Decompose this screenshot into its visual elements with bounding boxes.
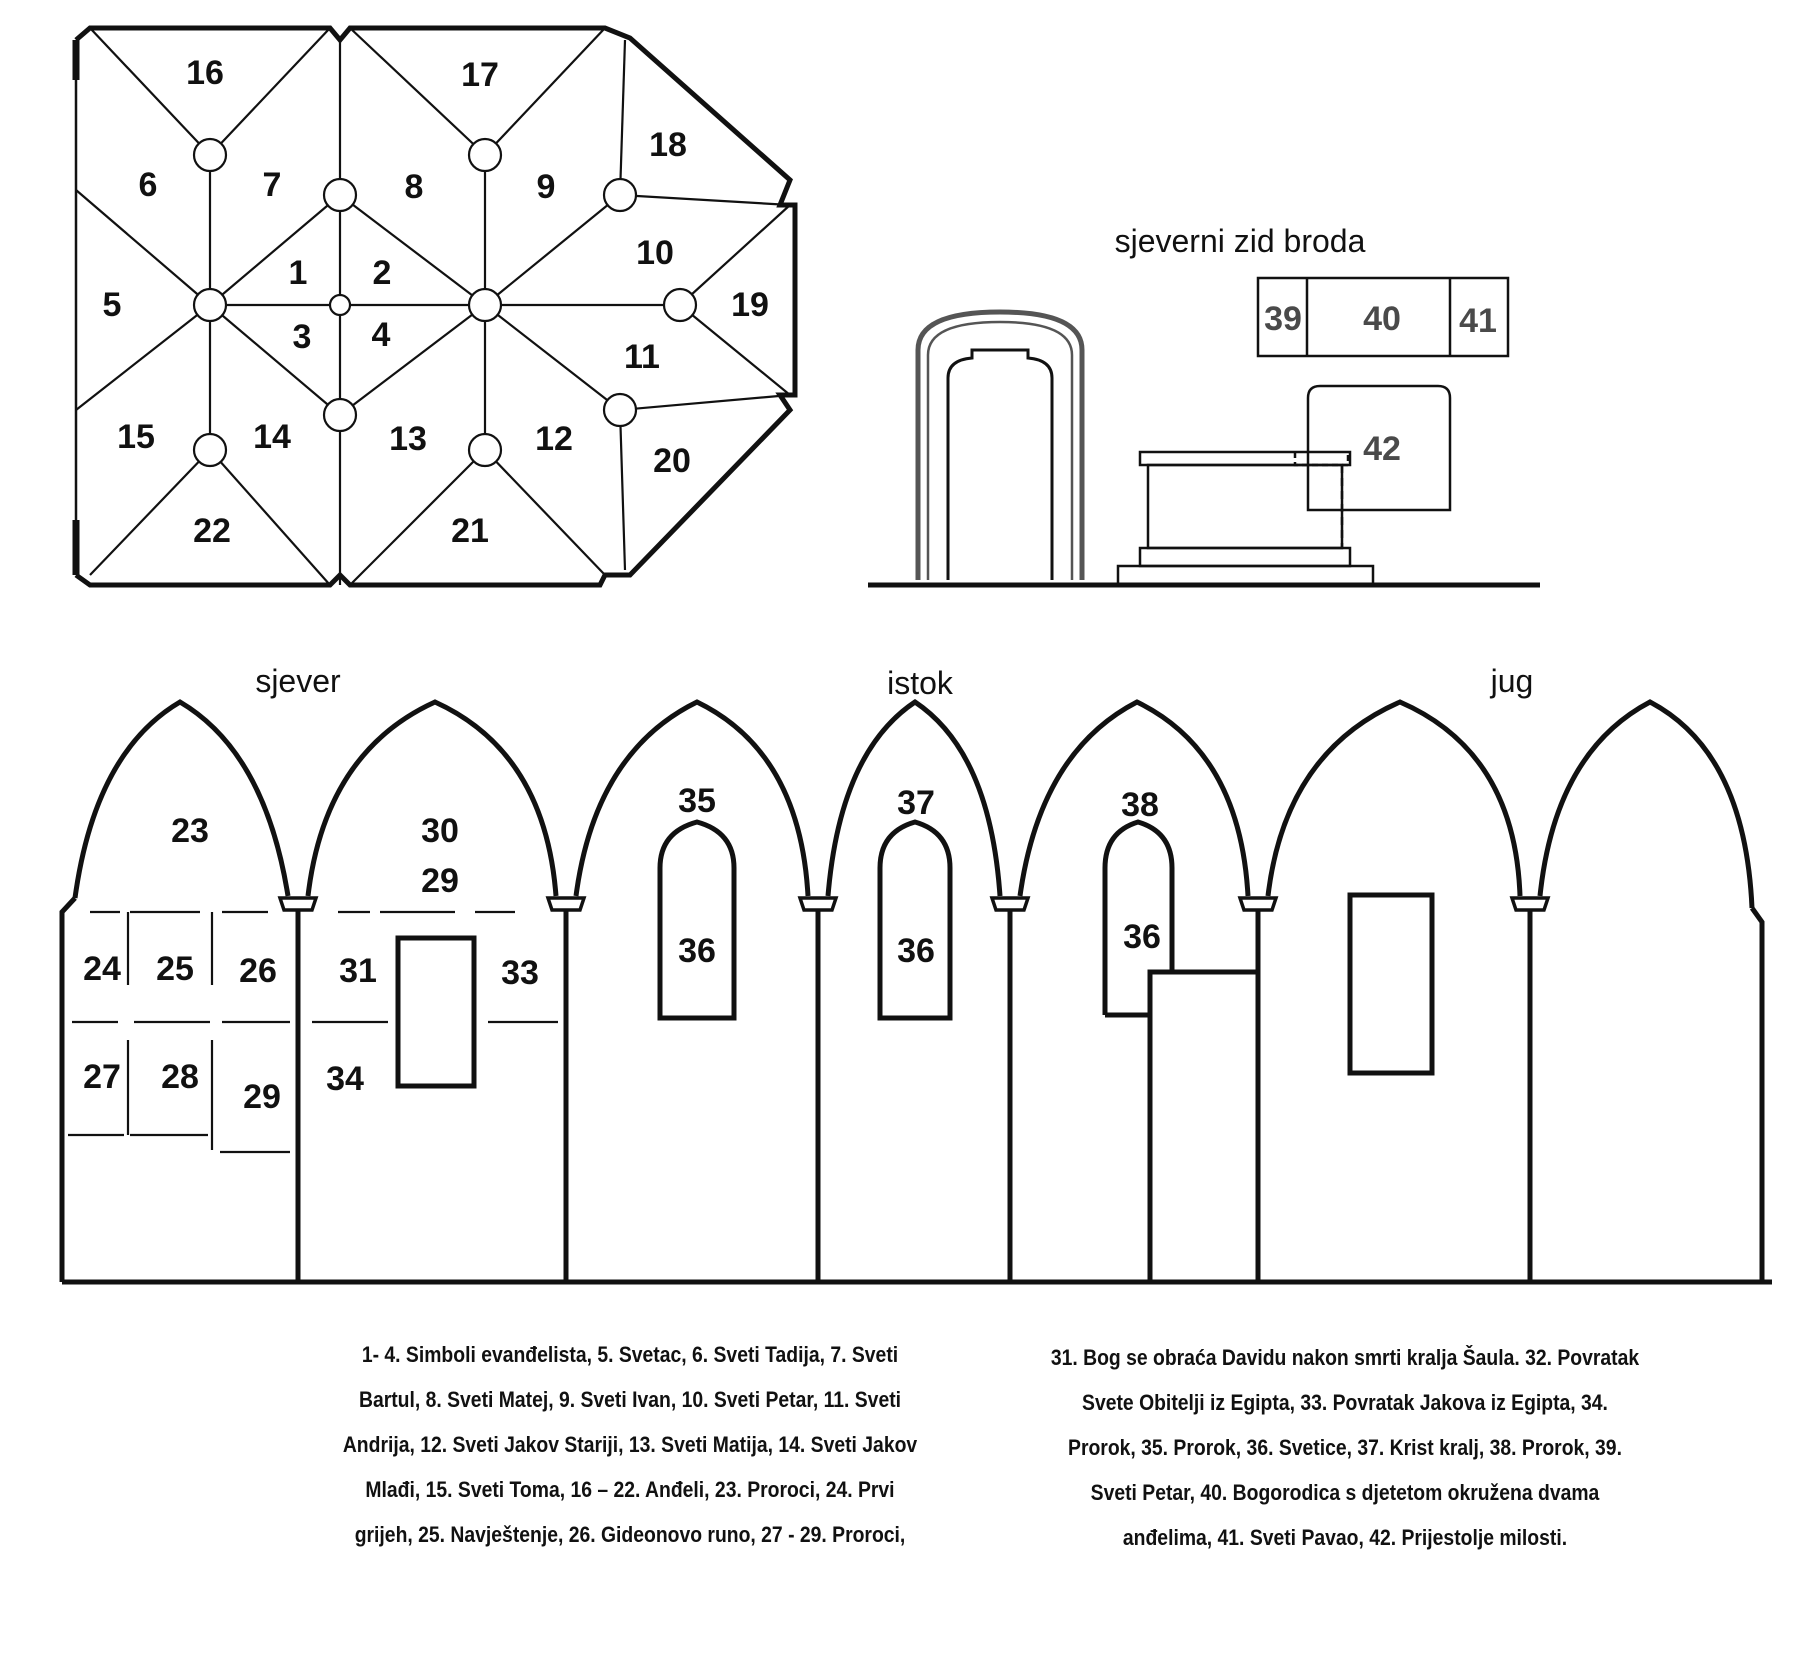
vault-label-20: 20 — [653, 442, 691, 480]
direction-south: jug — [1490, 663, 1534, 699]
vault-label-12: 12 — [535, 420, 573, 458]
wall-label-26: 26 — [239, 952, 277, 990]
vault-label-18: 18 — [649, 126, 687, 164]
vault-label-9: 9 — [537, 168, 556, 206]
vault-label-5: 5 — [103, 286, 122, 324]
wall-label-29-upper: 29 — [421, 862, 459, 900]
wall-label-28: 28 — [161, 1058, 199, 1096]
panel-label-41: 41 — [1459, 302, 1497, 340]
wall-label-35: 35 — [678, 782, 716, 820]
elevation-labels: 23 24 25 26 27 28 29 30 29 31 33 34 35 3… — [83, 782, 1161, 1116]
vault-label-21: 21 — [451, 512, 489, 550]
panel-label-42: 42 — [1363, 430, 1401, 468]
north-wall-elevation: sjeverni zid broda 39 40 41 — [868, 223, 1540, 588]
wall-label-27: 27 — [83, 1058, 121, 1096]
wall-label-23: 23 — [171, 812, 209, 850]
vault-label-17: 17 — [461, 56, 499, 94]
wall-label-31: 31 — [339, 952, 377, 990]
legend-right-line: anđelima, 41. Sveti Pavao, 42. Prijestol… — [1122, 1525, 1568, 1550]
elevation-panel-dividers — [68, 910, 558, 1154]
vault-label-1: 1 — [289, 254, 308, 292]
vault-label-19: 19 — [731, 286, 769, 324]
legend-right-line: Sveti Petar, 40. Bogorodica s djetetom o… — [1090, 1480, 1600, 1505]
vault-label-2: 2 — [373, 254, 392, 292]
legend-right-line: Svete Obitelji iz Egipta, 33. Povratak J… — [1082, 1390, 1608, 1415]
panel-label-40: 40 — [1363, 300, 1401, 338]
legend-left-line: Mlađi, 15. Sveti Toma, 16 – 22. Anđeli, … — [365, 1477, 895, 1502]
vault-label-13: 13 — [389, 420, 427, 458]
north-wall-labels: 39 40 41 42 — [1264, 300, 1497, 468]
direction-north: sjever — [255, 663, 341, 699]
wall-label-37: 37 — [897, 784, 935, 822]
wall-label-34: 34 — [326, 1060, 364, 1098]
elevation-windows — [395, 819, 1435, 1282]
vault-label-11: 11 — [624, 338, 660, 376]
vault-bosses — [192, 137, 698, 468]
sanctuary-elevation: sjever istok jug — [59, 663, 1772, 1285]
wall-label-38: 38 — [1121, 786, 1159, 824]
north-wall-altar — [1116, 450, 1375, 586]
north-wall-panels-39-41 — [1256, 276, 1510, 358]
north-wall-panel-42 — [1306, 384, 1452, 512]
vault-labels: 1 2 3 4 5 6 7 8 9 10 11 12 13 14 15 16 1… — [103, 54, 769, 550]
legend-right: 31. Bog se obraća Davidu nakon smrti kra… — [984, 1335, 1706, 1560]
wall-label-30: 30 — [421, 812, 459, 850]
north-wall-doorway — [915, 309, 1085, 580]
direction-east: istok — [887, 665, 954, 701]
vault-label-3: 3 — [293, 318, 312, 356]
wall-label-36-c: 36 — [1123, 918, 1161, 956]
vault-outline — [72, 25, 798, 588]
legend-left-line: Andrija, 12. Sveti Jakov Stariji, 13. Sv… — [342, 1432, 918, 1457]
vault-label-6: 6 — [139, 166, 158, 204]
wall-label-36-b: 36 — [897, 932, 935, 970]
legend-right-line: 31. Bog se obraća Davidu nakon smrti kra… — [1050, 1345, 1640, 1370]
vault-ribs — [75, 27, 791, 586]
legend-left-line: 1- 4. Simboli evanđelista, 5. Svetac, 6.… — [361, 1342, 899, 1367]
elevation-frame — [59, 698, 1772, 1285]
wall-label-33: 33 — [501, 954, 539, 992]
elevation-capitals — [277, 896, 1551, 912]
vault-label-22: 22 — [193, 512, 231, 550]
legend-left-line: Bartul, 8. Sveti Matej, 9. Sveti Ivan, 1… — [358, 1387, 902, 1412]
vault-label-8: 8 — [405, 168, 424, 206]
vault-label-4: 4 — [372, 316, 391, 354]
vault-label-7: 7 — [263, 166, 282, 204]
vault-label-15: 15 — [117, 418, 155, 456]
vault-label-14: 14 — [253, 418, 291, 456]
legend-left-line: grijeh, 25. Navještenje, 26. Gideonovo r… — [354, 1522, 906, 1547]
wall-label-36-a: 36 — [678, 932, 716, 970]
vault-label-10: 10 — [636, 234, 674, 272]
wall-label-24: 24 — [83, 950, 121, 988]
vault-plan: 1 2 3 4 5 6 7 8 9 10 11 12 13 14 15 16 1… — [72, 25, 798, 588]
wall-label-25: 25 — [156, 950, 194, 988]
north-wall-title: sjeverni zid broda — [1115, 223, 1366, 259]
legend-right-line: Prorok, 35. Prorok, 36. Svetice, 37. Kri… — [1068, 1435, 1622, 1460]
wall-label-29: 29 — [243, 1078, 281, 1116]
panel-label-39: 39 — [1264, 300, 1302, 338]
legend-left: 1- 4. Simboli evanđelista, 5. Svetac, 6.… — [303, 1332, 957, 1557]
vault-label-16: 16 — [186, 54, 224, 92]
